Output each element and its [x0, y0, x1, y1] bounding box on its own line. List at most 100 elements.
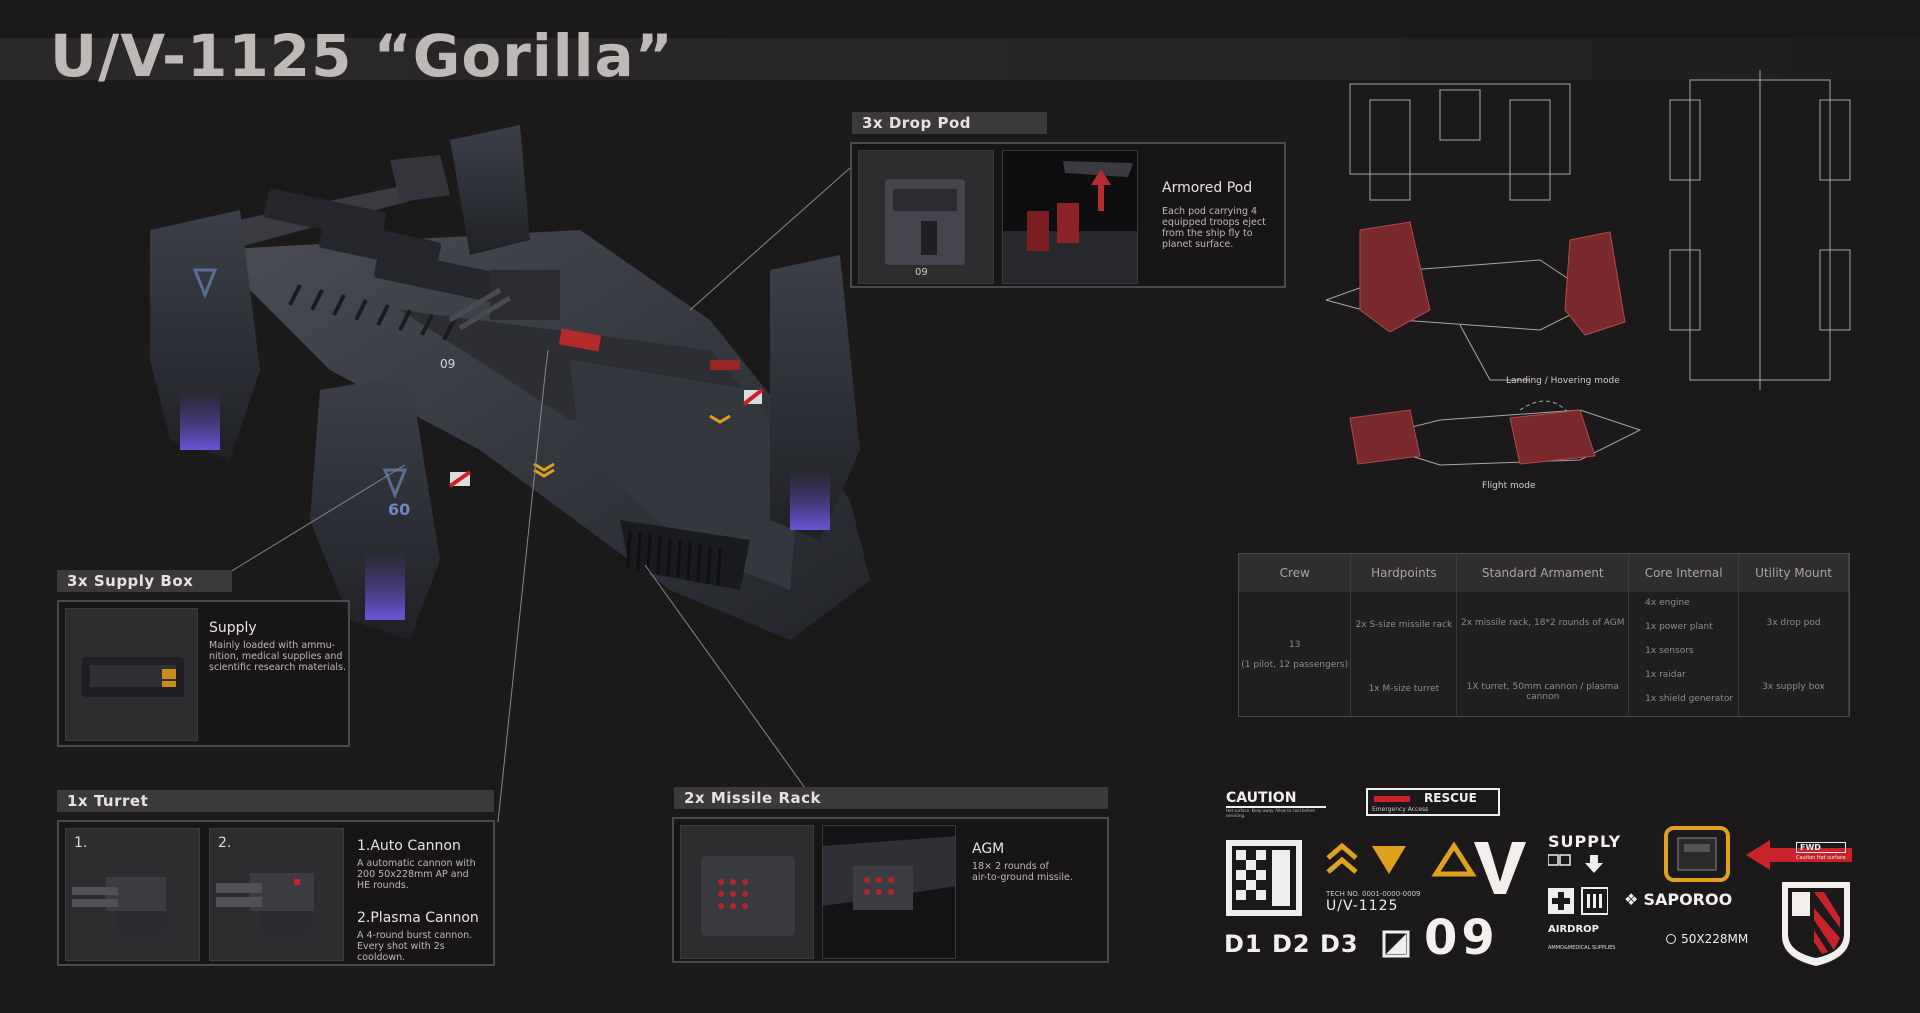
rescue-decal: RESCUE Emergency Access	[1366, 788, 1500, 816]
missile-rack-line: 18× 2 rounds of	[972, 861, 1049, 872]
turret-thumb-1-label: 1.	[74, 835, 88, 851]
drop-pod-heading: 3x Drop Pod	[852, 112, 1047, 134]
pod-number: 09	[915, 267, 928, 278]
specs-core-item: 1x power plant	[1645, 622, 1713, 632]
plasma-cannon-name: 2.Plasma Cannon	[357, 910, 479, 926]
drop-pod-line: equipped troops eject	[1162, 217, 1266, 228]
supply-box-line: nition, medical supplies and	[209, 651, 343, 662]
caution-label: CAUTION	[1226, 790, 1326, 808]
auto-cannon-icon	[72, 877, 166, 935]
drop-pod-line: Each pod carrying 4	[1162, 206, 1258, 217]
fwd-small: Caution Hot surface	[1796, 855, 1846, 861]
slash-box-icon	[1382, 930, 1410, 958]
saporoo-label: SAPOROO	[1643, 890, 1733, 909]
specs-core-item: 1x shield generator	[1645, 694, 1734, 704]
supply-box-heading: 3x Supply Box	[57, 570, 232, 592]
specs-header-utility: Utility Mount	[1738, 554, 1849, 592]
turret-thumb-2: 2.	[209, 828, 344, 961]
airdrop-label: AIRDROP	[1548, 924, 1599, 935]
specs-header-hardpoints: Hardpoints	[1350, 554, 1458, 592]
rescue-bar	[1374, 796, 1410, 802]
drop-pod-line: from the ship fly to	[1162, 228, 1253, 239]
pod-icon: 09	[885, 179, 965, 278]
auto-cannon-desc: A automatic cannon with 200 50x228mm AP …	[357, 858, 476, 891]
supply-icons	[1547, 854, 1603, 873]
big-number: 09	[1424, 910, 1499, 966]
drop-pod-panel: 09 Armored Pod Each pod carrying 4 equip…	[850, 142, 1286, 288]
specs-armament: 2x missile rack, 18*2 rounds of AGM	[1460, 618, 1625, 628]
missile-rack-name: AGM	[972, 841, 1005, 857]
specs-crew-detail: (1 pilot, 12 passengers)	[1241, 660, 1349, 670]
supply-box-icon	[82, 657, 184, 697]
airdrop-decal: AIRDROP AMMO&MEDICAL SUPPLIES	[1548, 924, 1615, 951]
specs-armament: 1X turret, 50mm cannon / plasma cannon	[1466, 682, 1619, 702]
specs-hardpoint: 2x S-size missile rack	[1355, 620, 1453, 630]
fwd-arrow-icon	[1746, 840, 1852, 870]
checker-decal	[1226, 840, 1302, 916]
missile-rack-desc: 18× 2 rounds of air-to-ground missile.	[972, 861, 1073, 883]
supply-box-desc: Mainly loaded with ammu- nition, medical…	[209, 640, 346, 673]
supply-box-name: Supply	[209, 620, 257, 636]
specs-utility: 3x supply box	[1762, 682, 1825, 692]
turret-heading: 1x Turret	[57, 790, 494, 812]
specs-armament-cell: 2x missile rack, 18*2 rounds of AGM 1X t…	[1456, 592, 1630, 717]
auto-cannon-line: 200 50x228mm AP and	[357, 869, 469, 880]
caution-small: Hot surface. Keep away. Allow to cool be…	[1226, 808, 1315, 818]
missile-rack-line: air-to-ground missile.	[972, 872, 1073, 883]
saporoo-decal: ❖ SAPOROO	[1624, 890, 1732, 909]
missile-rack-mounted-icon	[823, 836, 955, 910]
tech-number: TECH NO. 0001-0000-0009 U/V-1125	[1326, 890, 1420, 914]
circle-icon	[1666, 934, 1676, 944]
auto-cannon-line: A automatic cannon with	[357, 858, 476, 869]
missile-rack-thumb-2	[822, 825, 956, 959]
caution-decal: CAUTION Hot surface. Keep away. Allow to…	[1226, 790, 1326, 818]
airdrop-small: AMMO&MEDICAL SUPPLIES	[1548, 945, 1616, 951]
specs-crew-cell: 13 (1 pilot, 12 passengers)	[1239, 592, 1352, 717]
drop-pod-thumb-1: 09	[858, 150, 994, 284]
flight-mode-label: Flight mode	[1482, 481, 1536, 491]
specs-core-item: 1x sensors	[1645, 646, 1694, 656]
supply-box-line: scientific research materials.	[209, 662, 347, 673]
specs-header-armament: Standard Armament	[1456, 554, 1630, 592]
specs-table: Crew Hardpoints Standard Armament Core I…	[1238, 553, 1850, 717]
specs-core-cell: 4x engine 1x power plant 1x sensors 1x r…	[1628, 592, 1740, 717]
specs-hardpoint: 1x M-size turret	[1368, 684, 1440, 694]
chevron-orange-icon	[1326, 841, 1477, 877]
pod-marking: 60	[388, 500, 410, 519]
auto-cannon-line: HE rounds.	[357, 880, 409, 891]
shield-emblem-icon	[1782, 882, 1850, 966]
specs-core-item: 1x raidar	[1645, 670, 1686, 680]
specs-utility-cell: 3x drop pod 3x supply box	[1738, 592, 1849, 717]
landing-mode-label: Landing / Hovering mode	[1506, 376, 1620, 386]
missile-rack-thumb-1	[680, 825, 814, 959]
plasma-cannon-icon	[216, 873, 314, 935]
title-band	[0, 38, 1920, 80]
rescue-small: Emergency Access	[1372, 806, 1429, 813]
medical-icons	[1548, 887, 1608, 915]
drop-pod-line: planet surface.	[1162, 239, 1234, 250]
drop-pod-name: Armored Pod	[1162, 180, 1253, 196]
turret-thumb-2-label: 2.	[218, 835, 232, 851]
turret-panel: 1. 2. 1.Auto Cannon A automatic cannon w…	[57, 820, 495, 966]
specs-crew-count: 13	[1288, 640, 1301, 650]
drop-pod-desc: Each pod carrying 4 equipped troops ejec…	[1162, 206, 1266, 250]
missile-rack-heading: 2x Missile Rack	[674, 787, 1108, 809]
blueprint-schematics: Landing / Hovering mode Flight mode	[1325, 70, 1851, 491]
caliber-label: 50X228MM	[1681, 932, 1749, 946]
pod-hatch-icon	[1664, 826, 1730, 882]
page-title: U/V-1125 “Gorilla”	[50, 22, 674, 90]
rescue-label: RESCUE	[1424, 791, 1477, 805]
hull-marking: 09	[440, 357, 455, 371]
specs-header-core: Core Internal	[1628, 554, 1740, 592]
supply-box-line: Mainly loaded with ammu-	[209, 640, 336, 651]
plasma-cannon-line: A 4-round burst cannon.	[357, 930, 473, 941]
specs-utility: 3x drop pod	[1766, 618, 1821, 628]
missile-rack-panel: AGM 18× 2 rounds of air-to-ground missil…	[672, 817, 1109, 963]
supply-box-thumb	[65, 608, 198, 741]
plasma-cannon-desc: A 4-round burst cannon. Every shot with …	[357, 930, 493, 963]
supply-label: SUPPLY	[1548, 832, 1622, 851]
specs-hardpoints-cell: 2x S-size missile rack 1x M-size turret	[1350, 592, 1458, 717]
fwd-text: FWD	[1796, 842, 1846, 853]
specs-header-crew: Crew	[1239, 554, 1352, 592]
turret-thumb-1: 1.	[65, 828, 200, 961]
